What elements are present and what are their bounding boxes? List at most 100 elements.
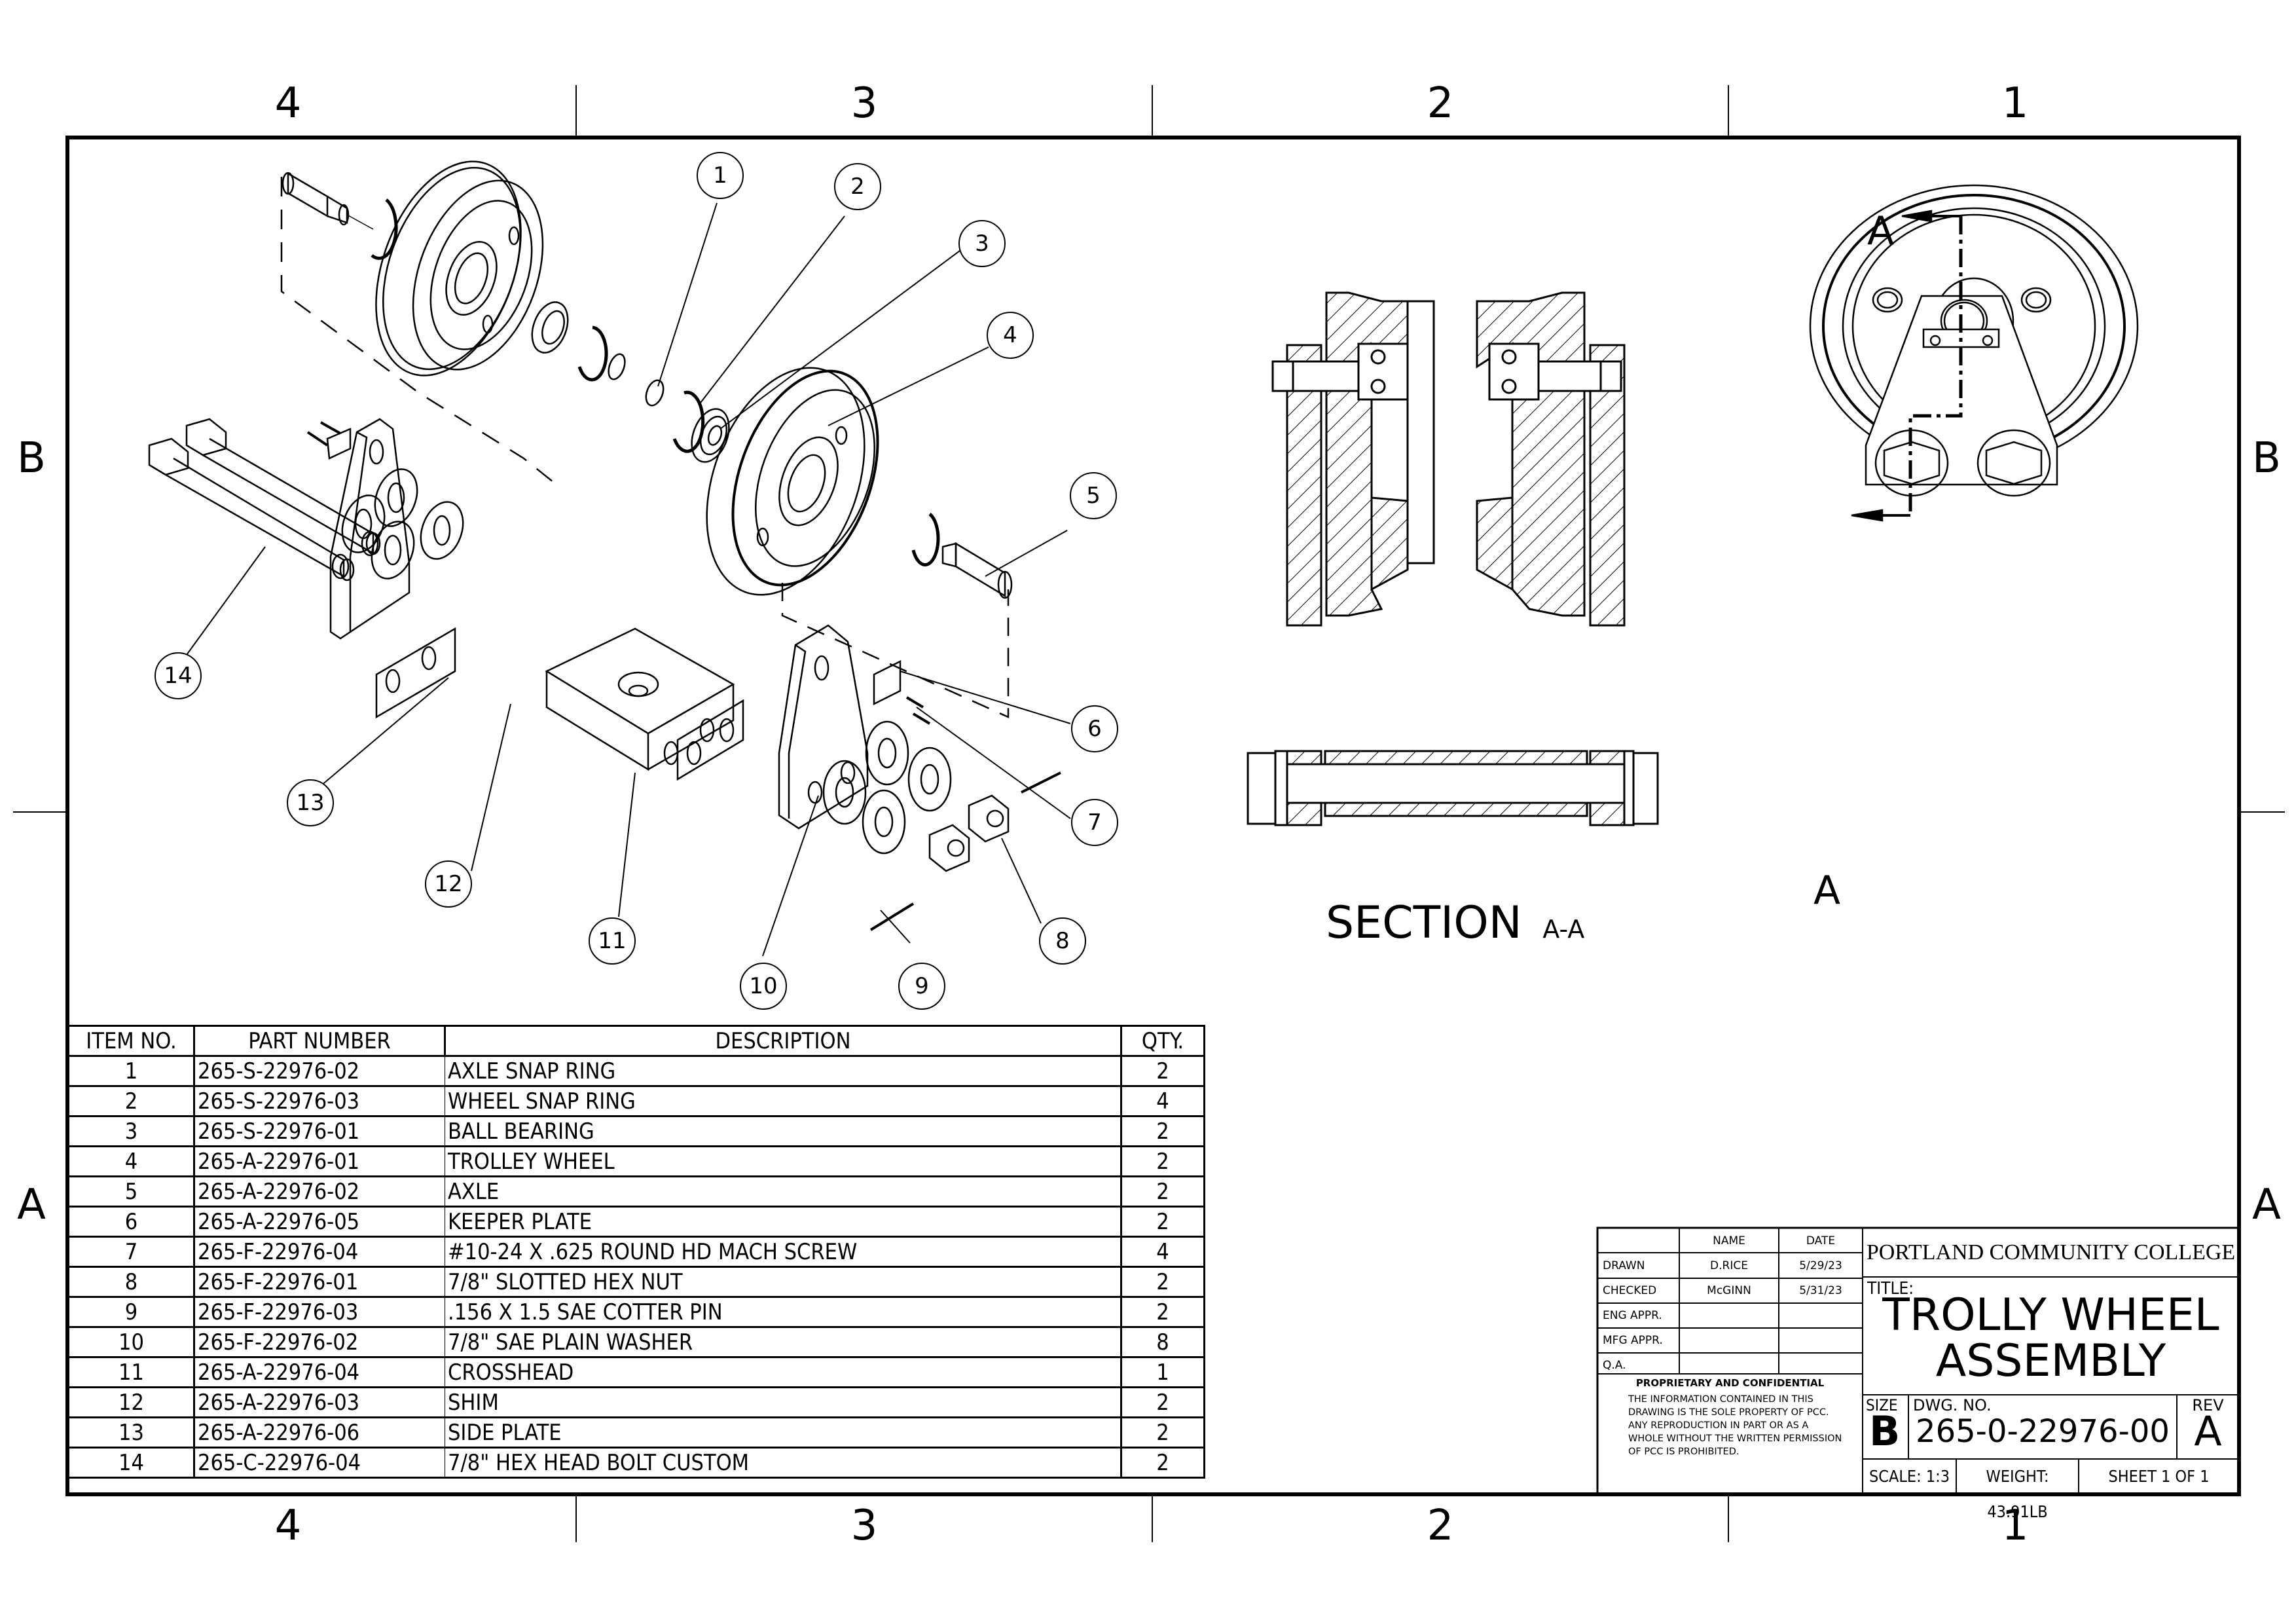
balloon-leaders	[186, 202, 1071, 957]
cutting-plane-letter-bottom: A	[1813, 868, 1841, 913]
bom-qty: 2	[1120, 1206, 1205, 1238]
bom-qty: 2	[1120, 1145, 1205, 1177]
exploded-view	[148, 160, 1061, 931]
bom-description: WHEEL SNAP RING	[445, 1085, 1122, 1117]
bom-description: KEEPER PLATE	[445, 1206, 1122, 1238]
tb-rev-value: A	[2194, 1407, 2222, 1455]
bom-item-no: 7	[67, 1236, 195, 1268]
bom-part-number: 265-F-22976-03	[194, 1296, 445, 1328]
bom-description: .156 X 1.5 SAE COTTER PIN	[445, 1296, 1122, 1328]
tb-approval-name: McGINN	[1707, 1284, 1751, 1297]
section-label-id: A-A	[1542, 915, 1585, 944]
tb-approval-role: DRAWN	[1603, 1259, 1645, 1272]
bom-qty: 2	[1120, 1055, 1205, 1087]
bom-item-no: 9	[67, 1296, 195, 1328]
tb-company: PORTLAND COMMUNITY COLLEGE	[1866, 1240, 2236, 1264]
cutting-plane-arrow-bottom	[1851, 509, 1884, 522]
item-balloon: 4	[987, 312, 1034, 359]
axle-snap-ring-left	[608, 353, 626, 380]
side-elevation-view	[1809, 184, 2139, 522]
zone-row-a-right: A	[2252, 1181, 2281, 1229]
item-balloon: 2	[834, 163, 881, 210]
bom-qty: 1	[1120, 1356, 1205, 1388]
tb-date-header: DATE	[1806, 1234, 1836, 1247]
section-label-text: SECTION	[1326, 897, 1522, 949]
tb-approval-date: 5/29/23	[1799, 1259, 1842, 1272]
bom-description: TROLLEY WHEEL	[445, 1145, 1122, 1177]
wheel-bolt-hole-right	[2020, 287, 2052, 313]
tb-approval-date	[1779, 1304, 1863, 1327]
item-balloon: 5	[1070, 472, 1117, 519]
cutting-plane-letter-top: A	[1867, 208, 1895, 254]
bom-item-no: 11	[67, 1356, 195, 1388]
zone-col-4-bottom: 4	[274, 1502, 302, 1550]
bom-qty: 2	[1120, 1386, 1205, 1418]
section-crosshead-top	[1324, 750, 1588, 766]
bom-header-item: ITEM NO.	[67, 1025, 195, 1057]
trolley-wheel-right	[706, 367, 879, 596]
side-plate-right	[778, 624, 869, 830]
shim-right	[676, 699, 744, 781]
elevation-bolt-right	[1977, 429, 2051, 497]
tb-dwg-no: 265-0-22976-00	[1916, 1413, 2170, 1450]
drawing-frame	[65, 136, 2241, 1496]
item-balloon: 8	[1039, 917, 1086, 965]
bom-item-no: 2	[67, 1085, 195, 1117]
crosshead	[545, 627, 735, 771]
bom-description: BALL BEARING	[445, 1115, 1122, 1147]
tb-confidential-line: WHOLE WITHOUT THE WRITTEN PERMISSION	[1628, 1433, 1842, 1444]
cotter-pin-1	[1021, 771, 1061, 794]
bom-description: AXLE SNAP RING	[445, 1055, 1122, 1087]
bom-item-no: 14	[67, 1447, 195, 1479]
bom-qty: 2	[1120, 1447, 1205, 1479]
bom-description: 7/8" HEX HEAD BOLT CUSTOM	[445, 1447, 1122, 1479]
snap-ring-left-1	[371, 198, 398, 260]
screw-icon	[1929, 335, 1941, 346]
cotter-pin-2	[869, 902, 915, 931]
tb-approval-name	[1679, 1304, 1779, 1327]
zone-col-3-bottom: 3	[850, 1502, 878, 1550]
cutting-plane-line	[1908, 216, 1963, 515]
bom-description: SHIM	[445, 1386, 1122, 1418]
washers-right	[822, 720, 952, 855]
tb-weight: WEIGHT: 43.91LB	[1986, 1467, 2049, 1521]
bom-part-number: 265-S-22976-01	[194, 1115, 445, 1147]
tb-confidential-line: OF PCC IS PROHIBITED.	[1628, 1447, 1740, 1457]
zone-row-b-left: B	[17, 434, 46, 483]
bom-header-qty: QTY.	[1120, 1025, 1205, 1057]
bom-description: 7/8" SAE PLAIN WASHER	[445, 1326, 1122, 1358]
tb-approval-role: CHECKED	[1603, 1284, 1657, 1297]
assembly-path-left	[280, 177, 557, 485]
ball-bearing-right	[691, 408, 730, 463]
bom-item-no: 10	[67, 1326, 195, 1358]
bom-header-part: PART NUMBER	[193, 1025, 446, 1057]
tb-approval-date	[1779, 1329, 1863, 1352]
bom-part-number: 265-A-22976-03	[194, 1386, 445, 1418]
tb-approval-name	[1679, 1329, 1779, 1352]
zone-row-a-left: A	[17, 1181, 46, 1229]
bom-item-no: 8	[67, 1266, 195, 1298]
section-view	[1247, 291, 1659, 826]
zone-ticks	[13, 85, 2285, 1542]
bom-qty: 2	[1120, 1115, 1205, 1147]
zone-col-4-top: 4	[274, 79, 302, 128]
tb-confidential-heading: PROPRIETARY AND CONFIDENTIAL	[1635, 1377, 1825, 1389]
bom-qty: 4	[1120, 1236, 1205, 1268]
item-balloon: 13	[287, 779, 334, 826]
bom-item-no: 13	[67, 1416, 195, 1449]
axle-snap-ring-right	[645, 379, 665, 407]
tb-dwg-no-label: DWG. NO.	[1913, 1396, 1992, 1414]
section-wheel-left	[1325, 291, 1409, 617]
hex-bolts	[148, 418, 379, 580]
shim-left	[375, 627, 456, 719]
bom-item-no: 5	[67, 1175, 195, 1208]
bom-part-number: 265-A-22976-02	[194, 1175, 445, 1208]
